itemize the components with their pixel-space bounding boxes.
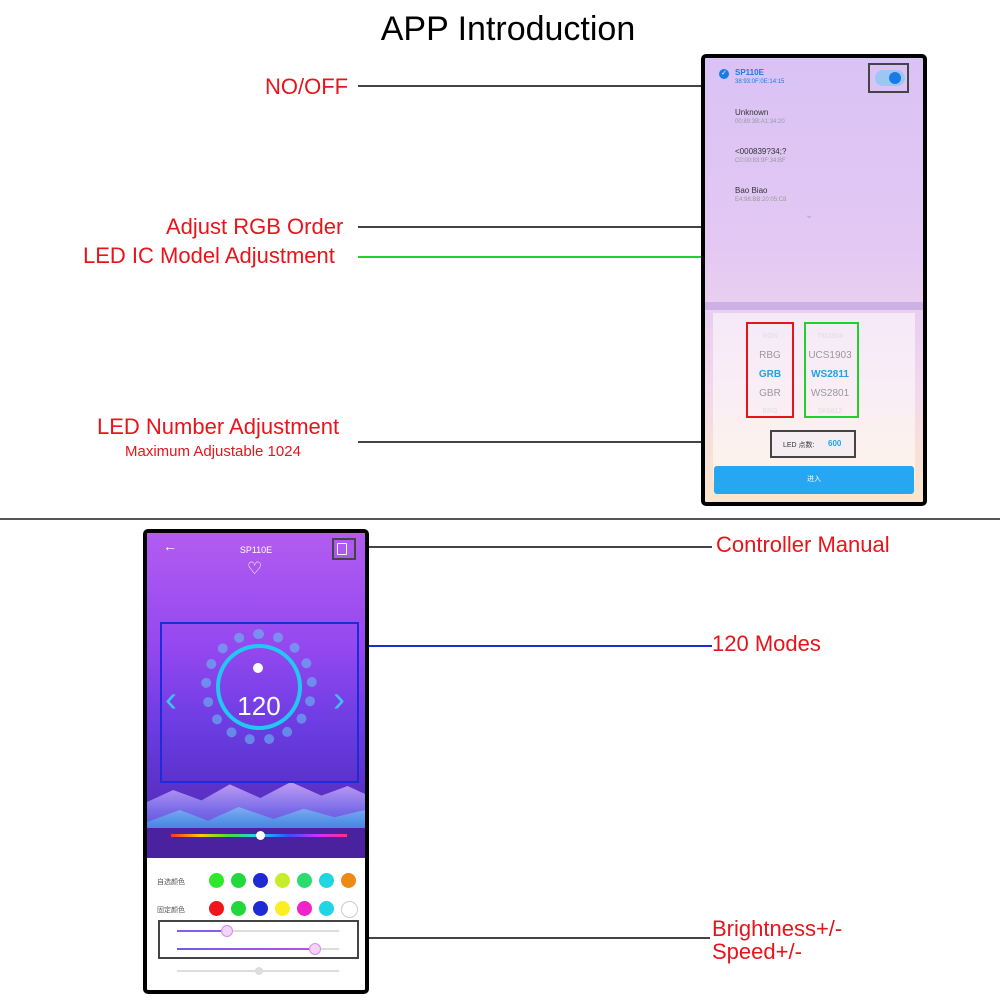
label-controller-manual: Controller Manual <box>716 532 890 557</box>
ic-option[interactable]: SK6812 <box>817 408 843 415</box>
label-led-number: LED Number Adjustment <box>97 414 340 439</box>
setup-phone-screen: ✓ SP110E 38:93:0F:0E:14:15 Unknown 00:89… <box>701 54 927 506</box>
color-swatch[interactable] <box>297 873 312 888</box>
device-mac: 00:89:3B:A1:34:20 <box>735 119 785 125</box>
led-count-field[interactable]: LED 点数: 600 <box>770 430 856 458</box>
device-mac: E4:98:BB:20:05:C8 <box>735 197 787 203</box>
highlight-box-toggle <box>868 63 909 93</box>
label-modes: 120 Modes <box>712 631 821 656</box>
color-swatch[interactable] <box>319 873 334 888</box>
device-mac: 38:93:0F:0E:14:15 <box>735 79 785 85</box>
rgb-option[interactable]: RGN <box>762 333 778 340</box>
highlight-box-modes <box>160 622 359 783</box>
page-title: APP Introduction <box>380 10 636 48</box>
color-swatch[interactable] <box>253 901 268 916</box>
highlight-box-sliders <box>158 920 359 959</box>
device-name[interactable]: Bao Biao <box>735 186 768 195</box>
callout-line-brightness <box>358 937 710 939</box>
brightness-slider-track[interactable] <box>225 930 339 932</box>
highlight-box-rgb <box>746 322 794 418</box>
color-swatch[interactable] <box>253 873 268 888</box>
manual-document-icon[interactable] <box>337 543 347 555</box>
color-swatch[interactable] <box>341 873 356 888</box>
callout-line-rgb <box>358 226 772 228</box>
rgb-option[interactable]: RBG <box>759 350 781 361</box>
callout-line-onoff <box>358 85 870 87</box>
color-swatch[interactable] <box>231 901 246 916</box>
label-rgb-order: Adjust RGB Order <box>166 214 344 239</box>
prev-mode-icon[interactable]: ‹ <box>165 678 177 719</box>
heart-icon[interactable]: ♡ <box>247 559 263 578</box>
device-name[interactable]: SP110E <box>735 68 764 77</box>
mode-number: 120 <box>237 691 281 721</box>
rgb-option-selected[interactable]: GRB <box>758 369 782 380</box>
next-mode-icon[interactable]: › <box>333 678 345 719</box>
control-phone-screen: ← SP110E ♡ 120 ‹ › 自选颜色 固定颜色 <box>143 529 369 994</box>
speed-slider-fill[interactable] <box>177 948 311 950</box>
ic-option[interactable]: UCS1903 <box>808 350 852 361</box>
speed-slider-knob[interactable] <box>309 943 321 955</box>
section-divider <box>0 518 1000 520</box>
ic-option-selected[interactable]: WS2811 <box>811 369 849 380</box>
color-swatch[interactable] <box>319 901 334 916</box>
color-swatch[interactable] <box>275 901 290 916</box>
label-onoff: NO/OFF <box>265 74 349 99</box>
callout-line-modes <box>356 645 712 647</box>
mode-dial-ring[interactable] <box>216 644 302 730</box>
divider-band <box>705 302 923 310</box>
rgb-option[interactable]: BRG <box>762 408 778 415</box>
led-count-label: LED 点数: <box>783 442 815 449</box>
color-swatch[interactable] <box>341 901 358 918</box>
device-name[interactable]: <000839?34;? <box>735 147 787 156</box>
speed-slider-track[interactable] <box>311 948 339 950</box>
color-swatch[interactable] <box>275 873 290 888</box>
callout-line-manual <box>356 546 712 548</box>
brightness-slider-knob[interactable] <box>221 925 233 937</box>
ic-option[interactable]: TM1804 <box>817 333 843 340</box>
highlight-box-manual <box>332 538 356 560</box>
mode-dial-ticks <box>201 629 317 745</box>
device-title: SP110E <box>239 545 273 555</box>
color-swatch[interactable] <box>297 901 312 916</box>
led-count-value[interactable]: 600 <box>828 439 842 448</box>
power-toggle-knob[interactable] <box>889 72 901 84</box>
fixed-color-label: 固定颜色 <box>157 907 185 914</box>
device-name[interactable]: Unknown <box>735 108 769 117</box>
color-swatch[interactable] <box>231 873 246 888</box>
brightness-slider-fill[interactable] <box>177 930 225 932</box>
chevron-down-icon[interactable]: ⌄ <box>805 210 814 221</box>
callout-line-ic <box>358 256 832 258</box>
enter-button[interactable]: 进入 <box>714 466 914 494</box>
label-speed: Speed+/- <box>712 939 802 964</box>
check-icon: ✓ <box>719 69 729 79</box>
ic-option[interactable]: WS2801 <box>810 388 850 399</box>
label-led-number-sub: Maximum Adjustable 1024 <box>125 443 301 460</box>
mode-dial-knob[interactable] <box>253 663 263 673</box>
color-swatch[interactable] <box>209 873 224 888</box>
label-brightness: Brightness+/- <box>712 916 843 941</box>
color-swatch[interactable] <box>209 901 224 916</box>
hue-slider-knob[interactable] <box>256 831 265 840</box>
custom-color-label: 自选颜色 <box>157 879 185 886</box>
label-ic-model: LED IC Model Adjustment <box>83 243 335 268</box>
device-mac: C0:00:83:9F:34:BF <box>735 158 786 164</box>
callout-line-led-number <box>358 441 772 443</box>
rgb-option[interactable]: GBR <box>759 388 781 399</box>
bottom-slider-knob[interactable] <box>255 967 263 975</box>
highlight-box-ic <box>804 322 859 418</box>
back-arrow-icon[interactable]: ← <box>163 538 177 554</box>
